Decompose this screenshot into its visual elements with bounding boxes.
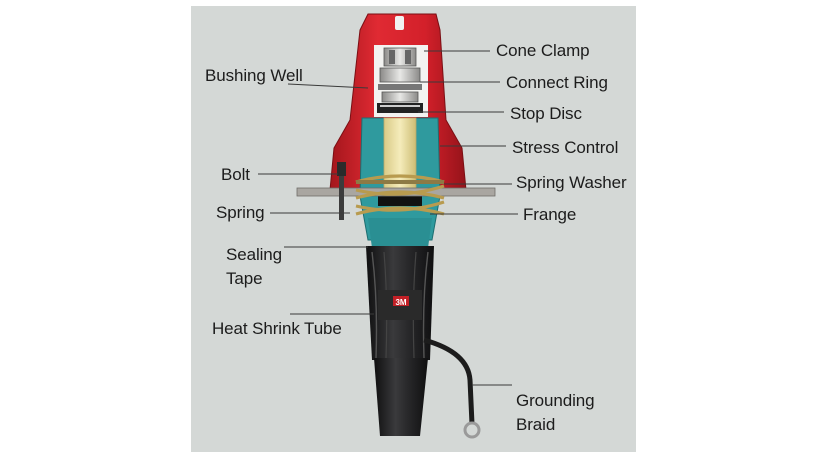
cable: [374, 358, 428, 436]
label-stress-control: Stress Control: [512, 138, 619, 157]
label-spring-washer: Spring Washer: [516, 173, 627, 192]
label-bushing-well: Bushing Well: [205, 66, 303, 85]
stop-disc-part: [377, 103, 423, 113]
3m-logo-text: 3M: [395, 298, 406, 307]
bolt-part: [337, 162, 346, 220]
connect-ring-part: [379, 67, 421, 83]
inner-cavity: [374, 45, 428, 117]
heat-shrink-tube-part: 3M: [366, 246, 434, 360]
top-slot: [395, 16, 404, 30]
label-grounding-braid-line2: Braid: [516, 415, 556, 434]
3m-logo-badge: [393, 296, 409, 306]
spring-washer-part: [356, 180, 444, 184]
label-frange: Frange: [523, 205, 577, 224]
label-cone-clamp: Cone Clamp: [496, 41, 590, 60]
label-stop-disc: Stop Disc: [510, 104, 582, 123]
label-bolt: Bolt: [221, 165, 250, 184]
cone-clamp-part: [383, 47, 417, 67]
sealing-tape-part: [368, 218, 432, 248]
grounding-braid-part: [423, 337, 481, 439]
label-sealing-tape-line1: Sealing: [226, 245, 283, 264]
label-heat-shrink-tube: Heat Shrink Tube: [212, 319, 342, 338]
label-grounding-braid-line1: Grounding: [516, 391, 595, 410]
label-connect-ring: Connect Ring: [506, 73, 608, 92]
leader-lines: [258, 50, 518, 386]
label-spring: Spring: [216, 203, 265, 222]
label-sealing-tape-line2: Tape: [226, 269, 263, 288]
spring-coils: [355, 174, 445, 216]
